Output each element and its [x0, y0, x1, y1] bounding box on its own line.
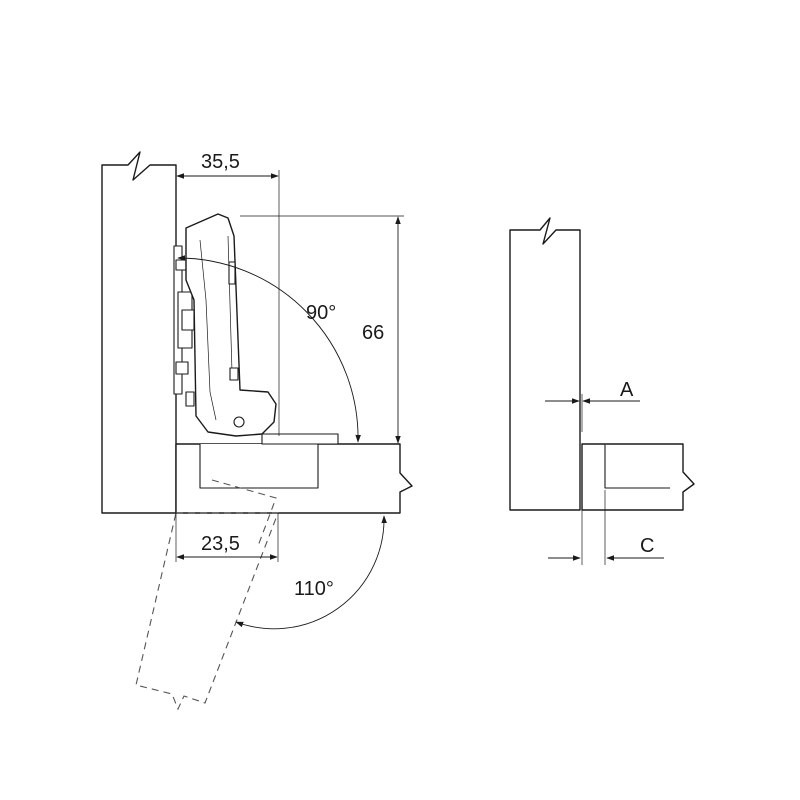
door-right-view-pocket — [604, 444, 670, 489]
side-panel-right-view — [509, 217, 581, 511]
arc-110-label: 110° — [294, 578, 334, 600]
arc-110-degrees — [235, 515, 387, 630]
dim-c-label: C — [640, 535, 654, 557]
arc-90-label: 90° — [306, 302, 336, 324]
arc-90-degrees — [177, 255, 361, 443]
hinge-arm-screw — [229, 367, 239, 381]
dim-66-label: 66 — [362, 322, 384, 344]
hinge-arm-clip — [185, 391, 195, 407]
dim-35-5-label: 35,5 — [201, 151, 240, 173]
dim-23-5-label: 23,5 — [201, 533, 240, 555]
hinge-arm — [185, 213, 277, 437]
cabinet-side-panel — [101, 151, 177, 514]
dim-a-label: A — [620, 379, 634, 401]
hinge-cup-flange — [261, 433, 339, 445]
hinge-cup-pocket — [199, 444, 319, 489]
hinge-pivot-hole — [233, 416, 245, 428]
